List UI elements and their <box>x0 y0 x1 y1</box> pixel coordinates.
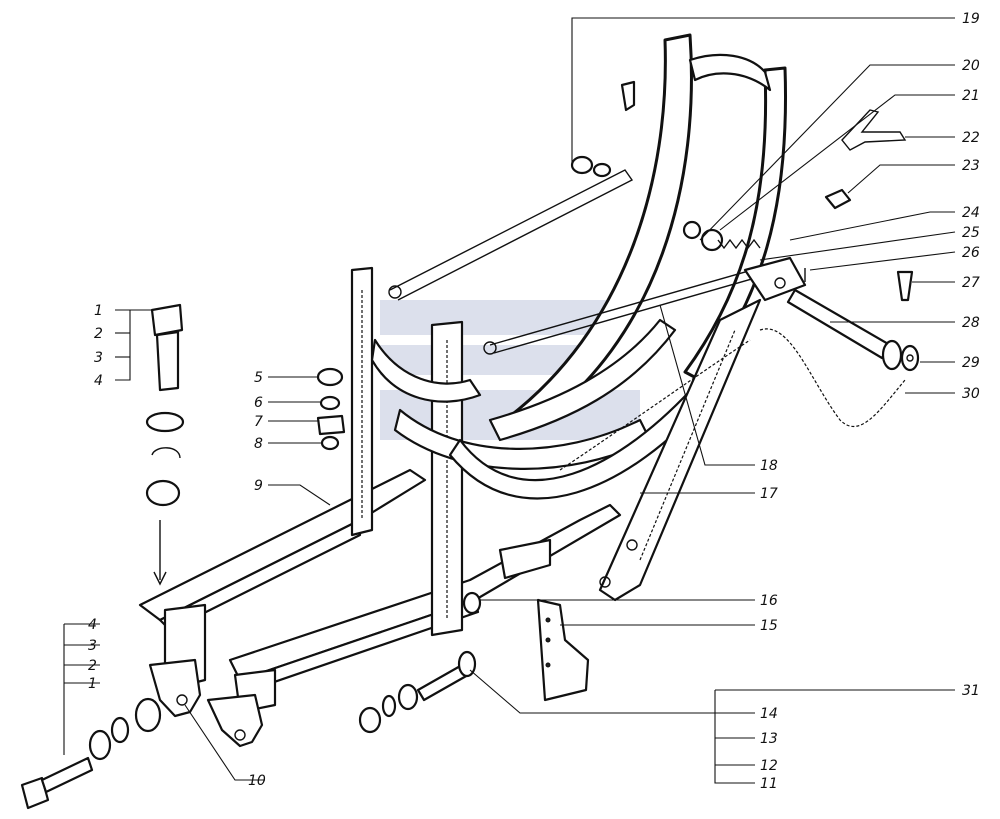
frame-right-rail <box>206 503 622 748</box>
callout-3-upper: 3 <box>94 350 103 366</box>
callout-22: 22 <box>962 130 980 146</box>
callout-13: 13 <box>760 731 778 747</box>
vertical-plate-left <box>350 266 374 537</box>
callout-15: 15 <box>760 618 778 634</box>
small-bolt <box>824 188 852 210</box>
callout-9: 9 <box>254 478 263 494</box>
split-pin-top <box>620 80 636 112</box>
vertical-plate-center <box>430 320 464 637</box>
spring <box>717 238 761 250</box>
callout-25: 25 <box>962 225 980 241</box>
callout-14: 14 <box>760 706 778 722</box>
callout-12: 12 <box>760 758 778 774</box>
callout-26: 26 <box>962 245 980 261</box>
callout-4-lower: 4 <box>88 617 97 633</box>
pin-with-washer <box>786 288 920 372</box>
callout-19: 19 <box>962 11 980 27</box>
sprocket-wheel <box>682 220 724 252</box>
callout-17: 17 <box>760 486 778 502</box>
bolt-set-lower <box>20 697 162 810</box>
callout-1-upper: 1 <box>94 303 103 319</box>
callout-5: 5 <box>254 370 263 386</box>
callout-8: 8 <box>254 436 263 452</box>
callout-21: 21 <box>962 88 980 104</box>
leader-lines <box>63 17 956 784</box>
callout-29: 29 <box>962 355 980 371</box>
bolt-set-upper <box>145 303 185 586</box>
stud-pin <box>462 591 482 615</box>
callout-28: 28 <box>962 315 980 331</box>
callout-6: 6 <box>254 395 263 411</box>
cradle-bow <box>370 33 787 500</box>
bracket-plate <box>536 598 590 702</box>
callout-11: 11 <box>760 776 778 792</box>
bolt-set-center <box>358 650 477 734</box>
callout-16: 16 <box>760 593 778 609</box>
callout-7: 7 <box>254 414 263 430</box>
nut-top <box>570 155 612 178</box>
callout-24: 24 <box>962 205 980 221</box>
callout-labels: 19 20 21 22 23 24 25 26 27 28 29 30 31 1… <box>88 11 980 792</box>
hinge-bracket <box>743 256 807 302</box>
nut-set <box>316 367 346 451</box>
callout-30: 30 <box>962 386 980 402</box>
cable <box>559 328 906 471</box>
callout-31: 31 <box>962 683 980 699</box>
spring-clip <box>841 109 907 151</box>
split-pin-right <box>896 270 914 302</box>
callout-18: 18 <box>760 458 778 474</box>
callout-3-lower: 3 <box>88 638 97 654</box>
callout-27: 27 <box>962 275 980 291</box>
tie-rod-upper <box>388 169 634 301</box>
callout-2-upper: 2 <box>94 326 103 342</box>
diagonal-support <box>598 298 762 602</box>
callout-20: 20 <box>962 58 980 74</box>
callout-1-lower: 1 <box>88 676 97 692</box>
callout-10: 10 <box>248 773 266 789</box>
callout-2-lower: 2 <box>88 658 97 674</box>
callout-23: 23 <box>962 158 980 174</box>
callout-4-upper: 4 <box>94 373 103 389</box>
